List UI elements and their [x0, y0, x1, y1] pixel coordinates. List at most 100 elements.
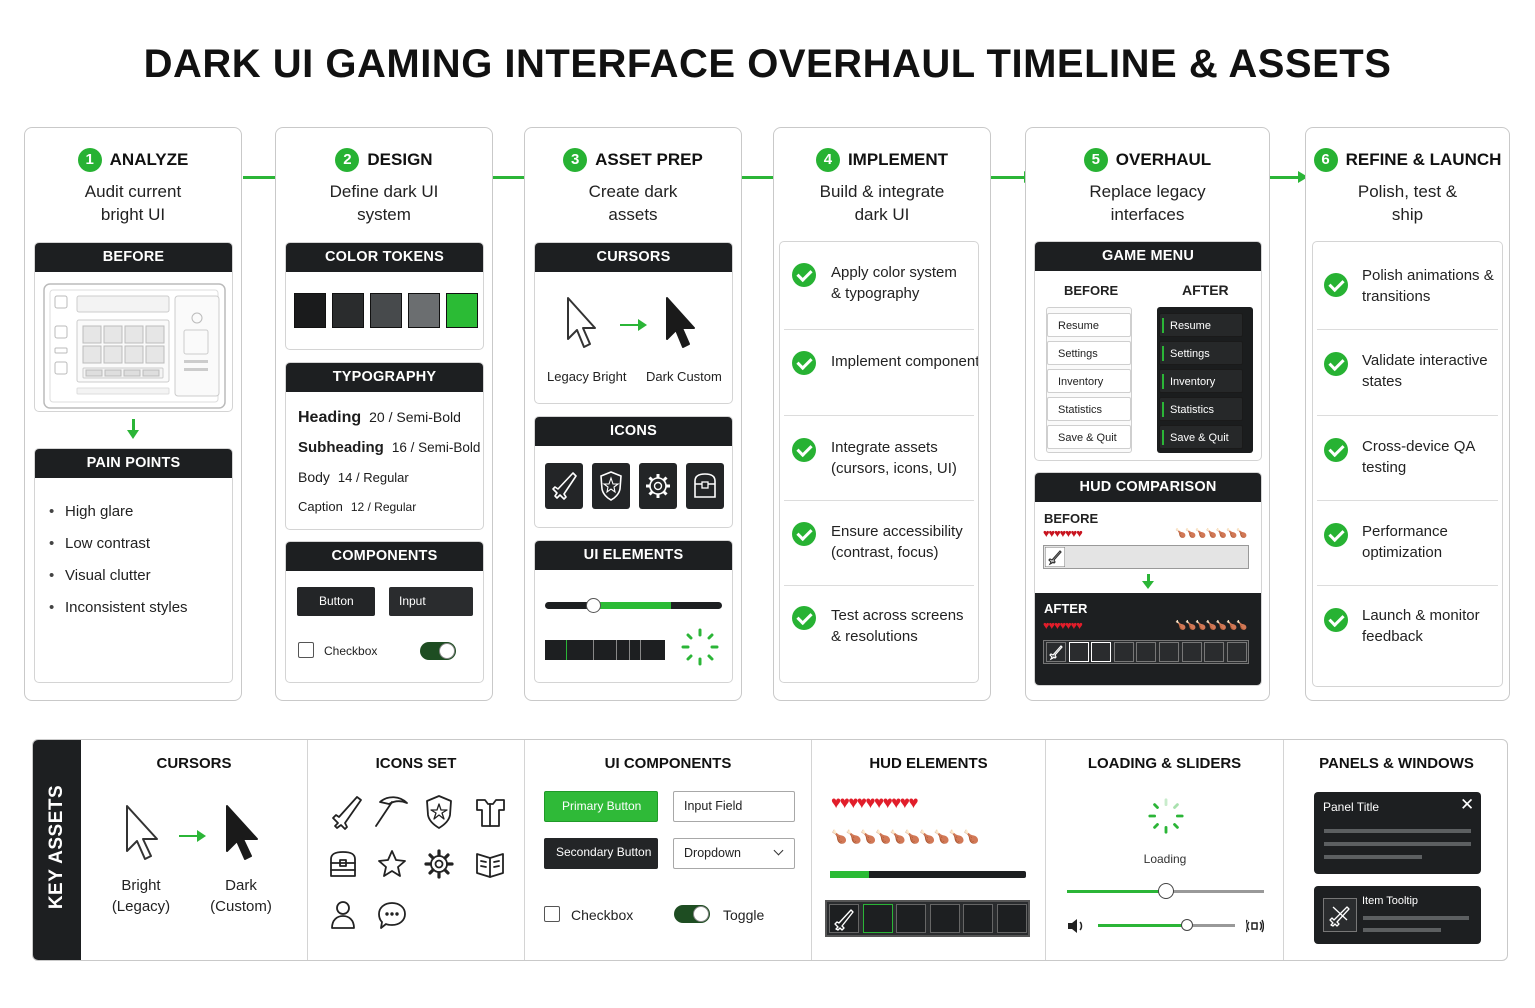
sample-button[interactable]: Button — [297, 587, 375, 616]
color-swatch — [408, 293, 440, 328]
volume-knob[interactable] — [1181, 919, 1194, 931]
cursor-arrow-head — [197, 830, 206, 842]
bright-ui-wireframe — [43, 283, 226, 409]
color-swatch — [332, 293, 364, 328]
ui-elements-card: UI ELEMENTS — [534, 540, 733, 683]
menu-before-item[interactable]: Statistics — [1047, 397, 1131, 421]
slider-knob[interactable] — [1157, 883, 1174, 899]
key-loading-section: LOADING & SLIDERS Loading — [1045, 740, 1283, 960]
hud-after-hearts: ♥♥♥♥♥♥♥ — [1043, 620, 1083, 632]
primary-button[interactable]: Primary Button — [544, 791, 658, 822]
color-swatch — [370, 293, 402, 328]
typo-caption-name: Caption — [298, 499, 343, 514]
flow-arrow — [989, 171, 1034, 183]
dropdown-select[interactable]: Dropdown — [673, 838, 795, 869]
checklist-item: Validate interactive states — [1362, 352, 1488, 390]
refine-checklist: Polish animations & transitions Validate… — [1312, 241, 1503, 687]
section-title: UI COMPONENTS — [604, 755, 732, 772]
hotbar-slot — [929, 904, 960, 933]
panel-title: Panel Title — [1323, 800, 1380, 814]
menu-before-item[interactable]: Inventory — [1047, 369, 1131, 393]
chest-icon — [686, 463, 724, 509]
sword-icon — [834, 909, 854, 931]
panel-line — [1324, 855, 1422, 859]
key-assets-label: KEY ASSETS — [46, 784, 67, 910]
sample-checkbox[interactable] — [298, 642, 314, 658]
hotbar — [545, 640, 665, 660]
stage-name: ANALYZE — [109, 150, 189, 169]
menu-before-item[interactable]: Save & Quit — [1047, 425, 1131, 449]
close-icon[interactable]: ✕ — [1460, 795, 1475, 814]
check-icon — [792, 522, 816, 546]
color-swatches — [294, 293, 478, 328]
dark-cursor-icon — [226, 805, 258, 860]
flow-arrow — [1270, 171, 1308, 183]
slider-knob[interactable] — [585, 598, 601, 613]
pain-points-card: PAIN POINTS High glare Low contrast Visu… — [34, 448, 233, 683]
key-ui-components-section: UI COMPONENTS Primary Button Input Field… — [524, 740, 811, 960]
tooltip-line — [1363, 916, 1469, 920]
step-number: 5 — [1083, 148, 1108, 172]
check-icon — [1324, 438, 1348, 462]
checklist-item: Test across screens & resolutions — [831, 607, 964, 645]
slider-fill — [592, 602, 671, 609]
key-assets-panel: KEY ASSETS CURSORS Bright (Legacy) Dark … — [32, 739, 1508, 961]
menu-before-item[interactable]: Resume — [1047, 313, 1131, 337]
color-tokens-card: COLOR TOKENS — [285, 242, 484, 350]
tooltip-title: Item Tooltip — [1362, 895, 1419, 907]
cursor-arrow-head — [638, 319, 647, 331]
cursor-arrow-icon — [179, 835, 199, 837]
checkbox-label: Checkbox — [571, 907, 634, 923]
dark-label: Dark — [225, 877, 257, 894]
pain-point: Low contrast — [49, 535, 150, 552]
hotbar-slot — [1204, 642, 1225, 662]
typo-heading-spec: 20 / Semi-Bold — [369, 409, 461, 425]
key-toggle[interactable] — [674, 905, 710, 923]
check-icon — [792, 263, 816, 287]
menu-before-label: BEFORE — [1064, 283, 1119, 298]
menu-after-item[interactable]: Settings — [1159, 341, 1243, 365]
toggle-label: Toggle — [723, 907, 765, 923]
dark-cursor-label: Dark Custom — [646, 369, 722, 384]
sample-input[interactable]: Input — [389, 587, 473, 616]
hud-before-food: 🍗🍗🍗🍗🍗🍗🍗 — [1175, 528, 1247, 538]
typo-body-spec: 14 / Regular — [337, 470, 409, 485]
menu-after-item[interactable]: Inventory — [1159, 369, 1243, 393]
typo-subheading-name: Subheading — [298, 439, 384, 456]
star-icon — [378, 850, 406, 877]
secondary-button[interactable]: Secondary Button — [544, 838, 658, 869]
loading-label: Loading — [1143, 852, 1187, 866]
menu-after-item[interactable]: Resume — [1159, 313, 1243, 337]
menu-after-item[interactable]: Statistics — [1159, 397, 1243, 421]
panel-line — [1324, 842, 1471, 846]
item-tooltip: Item Tooltip — [1314, 886, 1481, 944]
stage-subtitle: Audit current bright UI — [84, 182, 182, 224]
implement-checklist: Apply color system & typography Implemen… — [779, 241, 979, 683]
sample-toggle[interactable] — [420, 642, 456, 660]
key-checkbox[interactable] — [544, 906, 560, 922]
shield-icon — [592, 463, 630, 509]
icons-set-grid — [330, 795, 505, 929]
bright-label: Bright — [121, 877, 161, 894]
down-arrow-head — [1142, 581, 1154, 589]
panel-window: Panel Title ✕ — [1314, 792, 1481, 874]
dark-cursor-icon — [666, 297, 695, 348]
stage-name: IMPLEMENT — [847, 150, 949, 169]
card-title: COLOR TOKENS — [286, 243, 483, 272]
hud-after-label: AFTER — [1044, 601, 1088, 616]
user-icon — [331, 901, 355, 929]
pain-point: Visual clutter — [49, 567, 151, 584]
menu-before-item[interactable]: Settings — [1047, 341, 1131, 365]
hud-comparison-card: HUD COMPARISON BEFORE ♥♥♥♥♥♥♥ 🍗🍗🍗🍗🍗🍗🍗 AF… — [1034, 472, 1262, 686]
volume-high-icon — [1246, 919, 1264, 933]
stage-subtitle: Replace legacy interfaces — [1089, 182, 1206, 224]
card-title: PAIN POINTS — [35, 449, 232, 478]
card-title: CURSORS — [535, 243, 732, 272]
input-field[interactable]: Input Field — [673, 791, 795, 822]
hotbar-slot — [1136, 642, 1157, 662]
menu-after-item[interactable]: Save & Quit — [1159, 425, 1243, 449]
